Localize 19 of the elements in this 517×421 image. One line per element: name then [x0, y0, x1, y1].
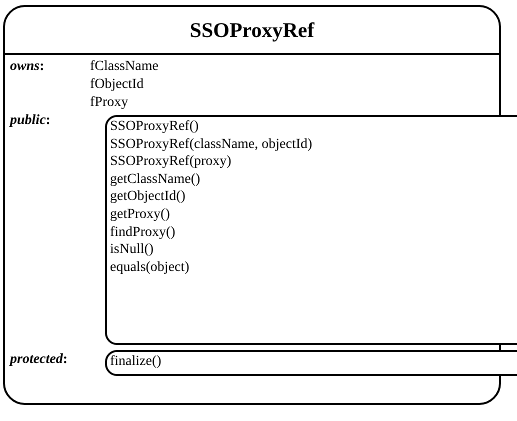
- protected-methods-box: [105, 350, 517, 376]
- attribute-name: fObjectId: [90, 77, 144, 93]
- section-label: protected:: [10, 352, 68, 368]
- attribute-name: fProxy: [90, 95, 128, 111]
- method-name: getProxy(): [109, 206, 171, 224]
- method-name: SSOProxyRef(className, objectId): [109, 136, 314, 154]
- method-name: findProxy(): [109, 224, 176, 242]
- method-name: getClassName(): [109, 170, 202, 188]
- attribute-name: fClassName: [90, 59, 158, 75]
- method-name: finalize(): [109, 353, 162, 371]
- method-name: isNull(): [109, 241, 155, 259]
- method-name: SSOProxyRef(): [109, 118, 200, 136]
- method-name: equals(object): [109, 258, 190, 276]
- method-name: getObjectId(): [109, 188, 186, 206]
- class-name: SSOProxyRef: [5, 7, 499, 55]
- public-methods-box: [105, 115, 517, 345]
- section-label: public:: [10, 113, 50, 129]
- method-name: SSOProxyRef(proxy): [109, 153, 232, 171]
- section-label: owns:: [10, 59, 44, 75]
